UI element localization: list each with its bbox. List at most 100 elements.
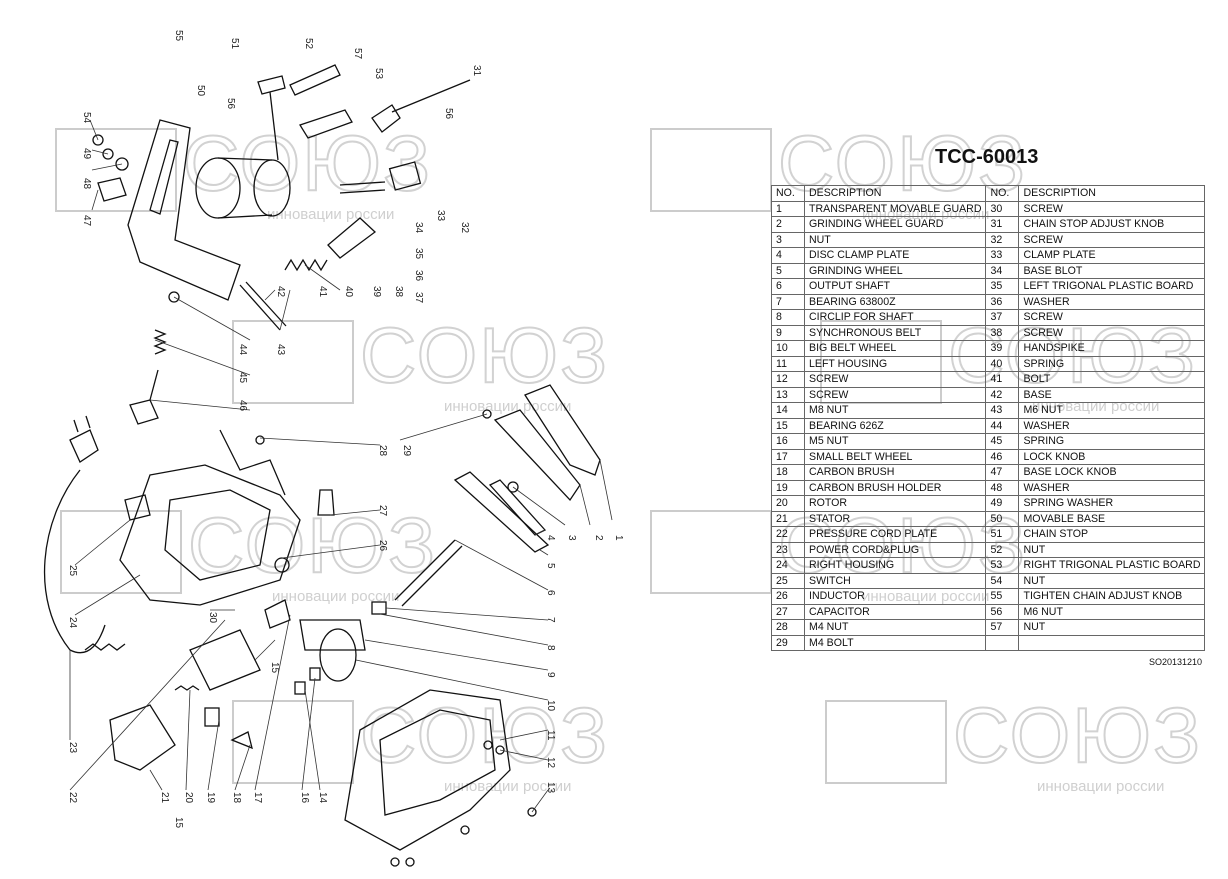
callout-25: 25 bbox=[67, 565, 78, 577]
part-number-cell: 21 bbox=[771, 510, 805, 527]
callout-28: 28 bbox=[377, 445, 388, 457]
part-number-cell bbox=[985, 634, 1020, 651]
callout-26: 26 bbox=[377, 540, 388, 552]
part-description-cell: SMALL BELT WHEEL bbox=[803, 448, 987, 465]
part-number-cell: 53 bbox=[985, 557, 1020, 574]
document-reference: SO20131210 bbox=[1149, 657, 1203, 667]
callout-45: 45 bbox=[237, 372, 248, 384]
part-description-cell: BASE LOCK KNOB bbox=[1018, 464, 1206, 481]
part-number-cell: 38 bbox=[985, 324, 1020, 341]
washer-block bbox=[388, 161, 422, 191]
part-number-cell: 6 bbox=[771, 278, 805, 295]
power-cord bbox=[43, 469, 106, 654]
part-number-cell: 24 bbox=[771, 557, 805, 574]
part-description-cell: STATOR bbox=[803, 510, 987, 527]
callout-15: 15 bbox=[269, 662, 280, 674]
part-number-cell: 40 bbox=[985, 355, 1020, 372]
left-housing bbox=[344, 689, 511, 851]
part-description-cell: BIG BELT WHEEL bbox=[803, 340, 987, 357]
callout-37: 37 bbox=[413, 292, 424, 304]
callout-39: 39 bbox=[371, 286, 382, 298]
lock-knob bbox=[129, 369, 159, 425]
callout-22: 22 bbox=[67, 792, 78, 804]
part-number-cell: 16 bbox=[771, 433, 805, 450]
callout-11: 11 bbox=[545, 730, 556, 741]
part-description-cell: GRINDING WHEEL GUARD bbox=[803, 216, 987, 233]
callout-15b: 15 bbox=[173, 817, 184, 829]
bolt bbox=[239, 281, 287, 331]
part-number-cell: 31 bbox=[985, 216, 1020, 233]
part-number-cell: 57 bbox=[985, 619, 1020, 636]
model-title: TCC-60013 bbox=[935, 146, 1039, 168]
part-description-cell: M5 NUT bbox=[803, 433, 987, 450]
part-description-cell: WASHER bbox=[1018, 293, 1206, 310]
callout-30: 30 bbox=[207, 612, 218, 624]
part-number-cell: 35 bbox=[985, 278, 1020, 295]
part-number-cell: 46 bbox=[985, 448, 1020, 465]
part-description-cell: ROTOR bbox=[803, 495, 987, 512]
part-number-cell: 33 bbox=[985, 247, 1020, 264]
part-number-cell: 55 bbox=[985, 588, 1020, 605]
part-number-cell: 36 bbox=[985, 293, 1020, 310]
part-number-cell: 26 bbox=[771, 588, 805, 605]
callout-38: 38 bbox=[393, 286, 404, 298]
part-description-cell: SCREW bbox=[803, 371, 987, 388]
callout-44: 44 bbox=[237, 344, 248, 356]
part-number-cell: 11 bbox=[771, 355, 805, 372]
grinding-wheel bbox=[453, 471, 550, 553]
part-description-cell: M4 NUT bbox=[803, 619, 987, 636]
callout-4: 4 bbox=[545, 535, 556, 541]
part-number-cell: 50 bbox=[985, 510, 1020, 527]
callout-1: 1 bbox=[613, 535, 624, 541]
part-number-cell: 4 bbox=[771, 247, 805, 264]
part-number-cell: 28 bbox=[771, 619, 805, 636]
part-number-cell: 1 bbox=[771, 200, 805, 217]
callout-40: 40 bbox=[343, 286, 354, 298]
callout-3: 3 bbox=[566, 535, 577, 541]
callout-33: 33 bbox=[435, 210, 446, 222]
part-description-cell: SCREW bbox=[1018, 231, 1206, 248]
part-description-cell: TRANSPARENT MOVABLE GUARD bbox=[803, 200, 987, 217]
part-number-cell: 5 bbox=[771, 262, 805, 279]
callout-41: 41 bbox=[317, 286, 328, 298]
spring bbox=[153, 329, 167, 355]
callout-56: 56 bbox=[225, 98, 236, 110]
callout-49: 49 bbox=[81, 148, 92, 160]
carbon-brush bbox=[230, 731, 253, 750]
callout-23: 23 bbox=[67, 742, 78, 754]
part-number-cell: 3 bbox=[771, 231, 805, 248]
part-description-cell: NUT bbox=[803, 231, 987, 248]
part-description-cell: NUT bbox=[1018, 541, 1206, 558]
part-description-cell: INDUCTOR bbox=[803, 588, 987, 605]
movable-base bbox=[195, 157, 241, 219]
part-description-cell: SCREW bbox=[1018, 309, 1206, 326]
part-description-cell: M8 NUT bbox=[803, 402, 987, 419]
callout-46: 46 bbox=[237, 400, 248, 412]
part-description-cell: CIRCLIP FOR SHAFT bbox=[803, 309, 987, 326]
clamp-plate bbox=[299, 109, 353, 139]
part-number-cell: 48 bbox=[985, 479, 1020, 496]
callout-57: 57 bbox=[352, 48, 363, 60]
part-number-cell: 10 bbox=[771, 340, 805, 357]
part-description-cell: M4 BOLT bbox=[803, 634, 987, 651]
part-description-cell: NUT bbox=[1018, 572, 1206, 589]
part-number-cell: 29 bbox=[771, 634, 805, 651]
part-description-cell: SCREW bbox=[1018, 324, 1206, 341]
part-number-cell: 14 bbox=[771, 402, 805, 419]
part-description-cell: SWITCH bbox=[803, 572, 987, 589]
callout-50: 50 bbox=[195, 85, 206, 97]
handspike bbox=[339, 181, 386, 194]
